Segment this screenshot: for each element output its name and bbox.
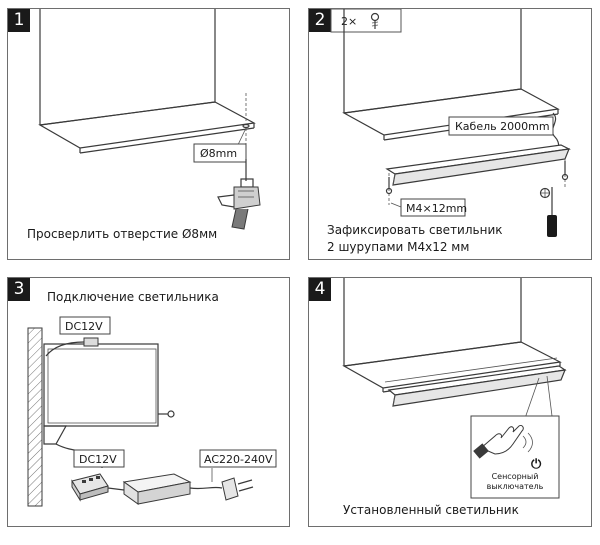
screw-icon	[370, 12, 380, 29]
step-4-illustration: ⏻ Сенсорный выключатель	[342, 278, 567, 499]
step-1-panel: 1 Ø8mm	[7, 8, 290, 260]
dc-voltage-label-top: DC12V	[59, 316, 111, 335]
sensor-switch-callout: ⏻ Сенсорный выключатель	[470, 415, 560, 499]
step-2-caption-line2: 2 шурупами M4x12 мм	[327, 240, 470, 254]
step-2-illustration: 2× Кабель 2000mm	[330, 9, 571, 237]
led-light-bar	[385, 144, 571, 186]
sensor-label-line2: выключатель	[487, 482, 544, 491]
step-3-number: 3	[8, 278, 30, 301]
step-4-caption: Установленный светильник	[343, 503, 519, 517]
power-icon: ⏻	[531, 457, 542, 472]
svg-text:Ø8mm: Ø8mm	[200, 147, 237, 160]
step-3-title: Подключение светильника	[47, 290, 219, 304]
cabinet	[38, 9, 256, 154]
svg-text:M4×12mm: M4×12mm	[406, 202, 467, 215]
svg-text:DC12V: DC12V	[65, 320, 103, 333]
step-4-panel: 4	[308, 277, 592, 527]
distribution-hub	[71, 473, 109, 502]
cabinet-front	[43, 343, 175, 427]
ac-voltage-label: AC220-240V	[199, 449, 277, 482]
svg-text:2×: 2×	[341, 15, 357, 28]
screw-size-label: M4×12mm	[390, 198, 467, 217]
dc-connector-top	[45, 337, 99, 357]
step-3-panel: 3 Подключение светильника DC12V	[7, 277, 290, 527]
svg-text:Кабель 2000mm: Кабель 2000mm	[455, 120, 550, 133]
svg-text:AC220-240V: AC220-240V	[204, 453, 273, 466]
mounting-screw-left	[385, 173, 393, 205]
mounting-bracket	[43, 425, 68, 445]
step-2-caption-line1: Зафиксировать светильник	[327, 223, 503, 237]
hole-diameter-label: Ø8mm	[193, 143, 247, 163]
step-2-panel: 2 2× Кабель 2000mm	[308, 8, 592, 260]
installed-led-bar	[387, 365, 567, 407]
screw-count-box: 2×	[330, 9, 402, 33]
drill-hole-marker	[204, 93, 250, 179]
step-3-illustration: DC12V DC12V	[27, 316, 277, 507]
mounting-screw-right	[561, 159, 569, 187]
sensor-label-line1: Сенсорный	[492, 472, 539, 481]
svg-text:DC12V: DC12V	[79, 453, 117, 466]
dc-voltage-label-bottom: DC12V	[73, 449, 125, 468]
step-4-number: 4	[309, 278, 331, 301]
hand-wave-icon	[473, 425, 533, 459]
cable-length-label: Кабель 2000mm	[448, 116, 554, 136]
drill-icon	[217, 159, 261, 230]
ac-plug-icon	[221, 477, 254, 501]
step-1-illustration: Ø8mm	[38, 9, 261, 230]
power-adapter	[122, 473, 192, 505]
screwdriver-icon	[539, 187, 557, 237]
step-2-number: 2	[309, 9, 331, 32]
step-1-number: 1	[8, 9, 30, 32]
wall	[27, 327, 43, 507]
step-1-caption: Просверлить отверстие Ø8мм	[27, 227, 218, 241]
